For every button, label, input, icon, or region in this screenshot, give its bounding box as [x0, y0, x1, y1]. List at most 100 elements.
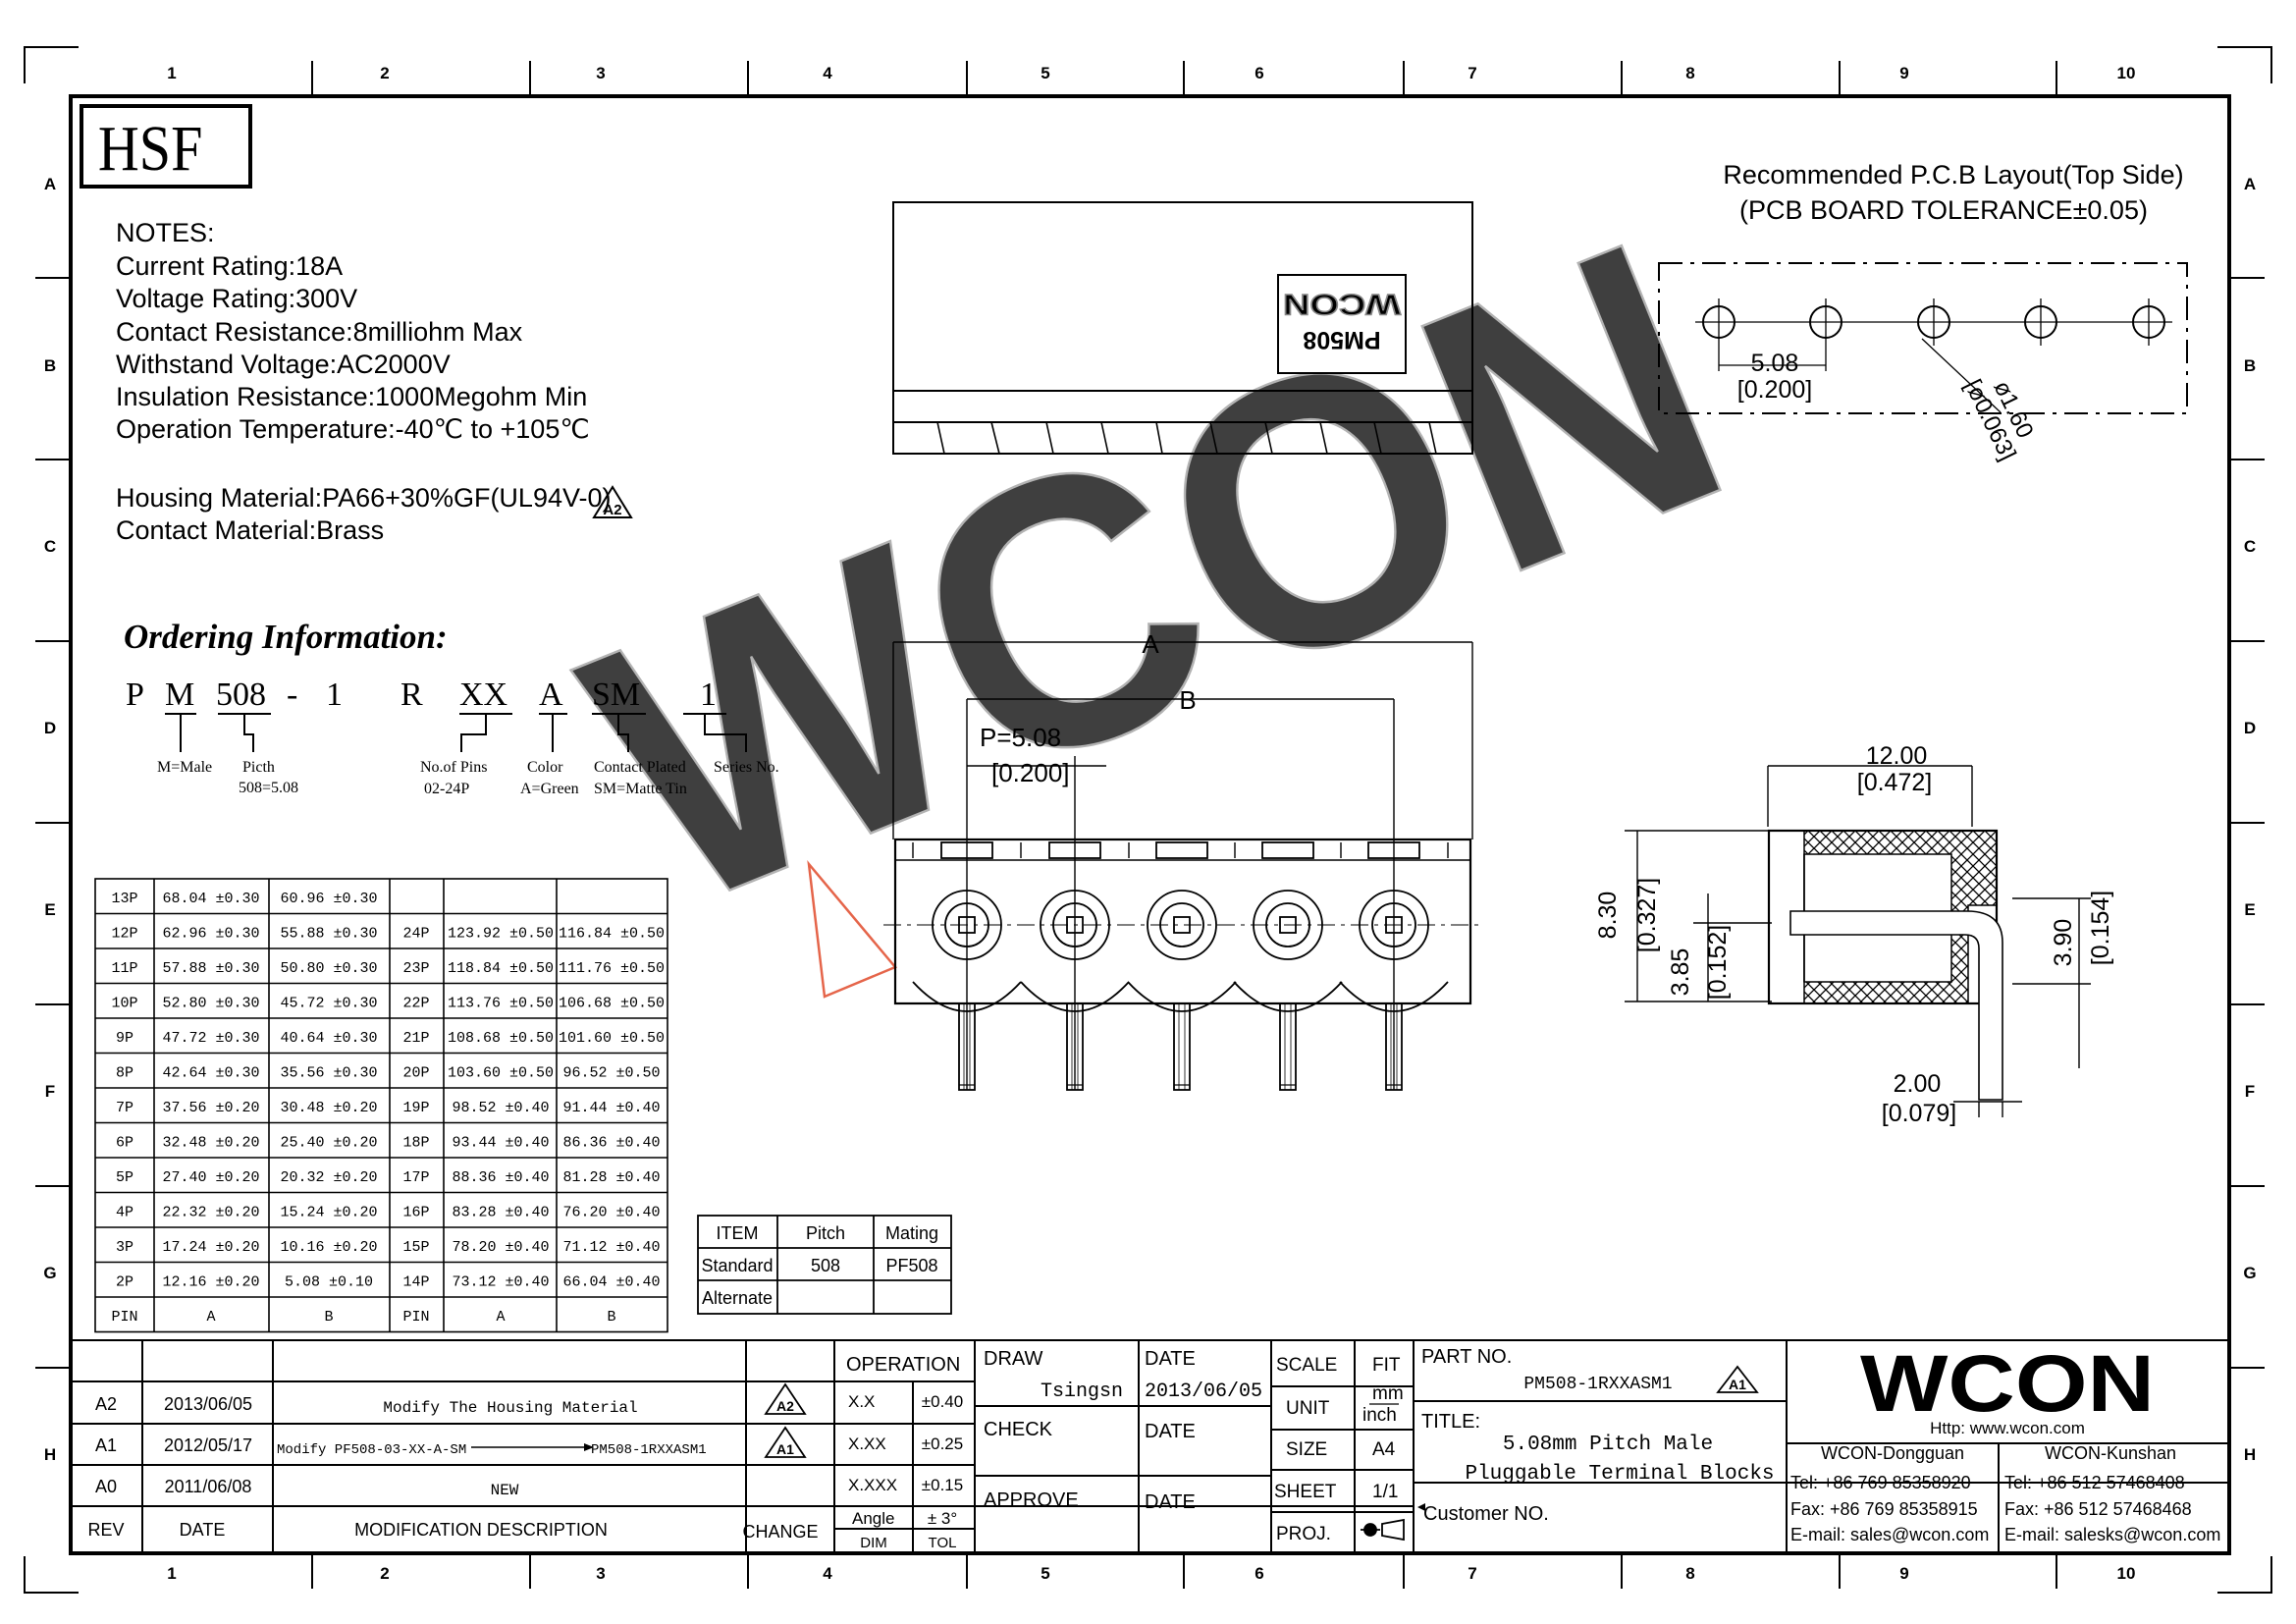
dim-table-cell: 88.36 ±0.40 — [452, 1169, 549, 1186]
svg-text:X.X: X.X — [848, 1392, 875, 1411]
dim-table-cell: 68.04 ±0.30 — [162, 891, 259, 907]
svg-text:XX: XX — [459, 677, 507, 713]
ordering-code: P M 508 - 1 R XX A SM 1 — [126, 677, 717, 713]
dim-table-cell: 7P — [116, 1100, 133, 1116]
col-label: 10 — [2117, 64, 2136, 82]
dim-table-cell: 17.24 ±0.20 — [162, 1239, 259, 1256]
corner-marks — [24, 46, 2272, 1594]
col-label: 4 — [823, 64, 832, 82]
terminal — [1127, 841, 1237, 1091]
zone-labels: 1 2 3 4 5 6 7 8 9 10 1 2 3 4 5 6 7 8 9 1… — [43, 64, 2256, 1583]
dim-table-cell: 20P — [402, 1065, 429, 1082]
svg-text:[0.154]: [0.154] — [2087, 891, 2114, 965]
dim-table-cell: 50.80 ±0.30 — [280, 960, 377, 977]
col-label: 6 — [1255, 64, 1263, 82]
svg-text:8.30: 8.30 — [1594, 892, 1622, 940]
row-label: B — [44, 356, 56, 375]
col-label: 7 — [1468, 1564, 1476, 1583]
svg-text:MODIFICATION DESCRIPTION: MODIFICATION DESCRIPTION — [354, 1520, 608, 1540]
svg-text:M: M — [165, 677, 194, 713]
svg-text:508: 508 — [216, 677, 266, 713]
dim-table-cell: 24P — [402, 926, 429, 943]
hsf-label: HSF — [98, 114, 203, 185]
svg-text:Angle: Angle — [852, 1509, 894, 1528]
col-label: 8 — [1685, 64, 1694, 82]
dim-table-cell: 8P — [116, 1065, 133, 1082]
row-label: D — [44, 719, 56, 737]
dim-table-cell: 18P — [402, 1135, 429, 1152]
dim-table-cell: 19P — [402, 1100, 429, 1116]
pcb-layout: Recommended P.C.B Layout(Top Side) (PCB … — [1658, 160, 2188, 464]
dim-table-cell: 16P — [402, 1205, 429, 1221]
dim-table-cell: 113.76 ±0.50 — [448, 996, 554, 1012]
dim-table-cell: 45.72 ±0.30 — [280, 996, 377, 1012]
ordering-title: Ordering Information: — [124, 618, 448, 656]
outer-frame — [69, 94, 2231, 1555]
dim-table-cell: 123.92 ±0.50 — [448, 926, 554, 943]
dim-table-cell: 108.68 ±0.50 — [448, 1030, 554, 1047]
svg-text:APPROVE: APPROVE — [984, 1489, 1079, 1511]
watermark-text: WCON — [539, 159, 1773, 990]
svg-text:Color: Color — [527, 759, 563, 776]
svg-text:X.XXX: X.XXX — [848, 1476, 897, 1494]
svg-text:2011/06/08: 2011/06/08 — [165, 1477, 252, 1496]
pcb-tolerance: (PCB BOARD TOLERANCE±0.05) — [1739, 195, 2148, 225]
svg-text:Tsingsn: Tsingsn — [1041, 1380, 1123, 1403]
row-label: C — [44, 537, 56, 556]
svg-text:A0: A0 — [95, 1477, 117, 1496]
dim-table-cell: 101.60 ±0.50 — [559, 1030, 665, 1047]
svg-text:1/1: 1/1 — [1372, 1482, 1398, 1502]
row-label: G — [43, 1264, 56, 1282]
dim-a: A — [1142, 629, 1159, 659]
svg-text:-: - — [287, 677, 297, 713]
svg-text:DIM: DIM — [860, 1535, 887, 1551]
dim-table-cell: 55.88 ±0.30 — [280, 926, 377, 943]
dim-table-cell: 12P — [111, 926, 137, 943]
dim-table-cell: 20.32 ±0.20 — [280, 1169, 377, 1186]
svg-text:A2: A2 — [776, 1398, 794, 1414]
dim-table-cell: 27.40 ±0.20 — [162, 1169, 259, 1186]
material-line: Housing Material:PA66+30%GF(UL94V-0) — [116, 483, 612, 513]
svg-text:No.of Pins: No.of Pins — [420, 759, 487, 776]
svg-text:PF508: PF508 — [885, 1256, 937, 1275]
dim-table-footer: PIN — [402, 1309, 429, 1326]
svg-text:5.08mm Pitch Male: 5.08mm Pitch Male — [1503, 1434, 1713, 1456]
dim-table-cell: 5P — [116, 1169, 133, 1186]
svg-text:SCALE: SCALE — [1276, 1355, 1337, 1376]
svg-text:CHANGE: CHANGE — [742, 1522, 818, 1542]
dim-table-cell: 22.32 ±0.20 — [162, 1205, 259, 1221]
svg-text:PM508-1RXXASM1: PM508-1RXXASM1 — [591, 1442, 707, 1458]
row-label: H — [44, 1445, 56, 1464]
svg-text:2013/06/05: 2013/06/05 — [1145, 1380, 1262, 1403]
dim-table-cell: 35.56 ±0.30 — [280, 1065, 377, 1082]
svg-text:DRAW: DRAW — [984, 1348, 1042, 1370]
svg-text:Picth: Picth — [242, 759, 275, 776]
dim-table-cell: 25.40 ±0.20 — [280, 1135, 377, 1152]
terminal — [1233, 841, 1343, 1091]
row-label: D — [2244, 719, 2256, 737]
svg-text:Fax: +86 769 85358915: Fax: +86 769 85358915 — [1790, 1499, 1978, 1519]
zone-ticks — [35, 61, 2265, 1589]
col-label: 1 — [167, 1564, 176, 1583]
svg-text:12.00: 12.00 — [1866, 742, 1928, 770]
row-label: C — [2244, 537, 2256, 556]
col-label: 3 — [596, 1564, 605, 1583]
svg-text:Pluggable Terminal Blocks: Pluggable Terminal Blocks — [1465, 1463, 1774, 1486]
svg-text:±0.40: ±0.40 — [922, 1392, 963, 1411]
svg-text:[0.079]: [0.079] — [1882, 1100, 1956, 1127]
svg-text:3.85: 3.85 — [1667, 948, 1694, 997]
col-label: 2 — [380, 64, 389, 82]
pitch-label: P=5.08 — [980, 723, 1061, 752]
svg-text:DATE: DATE — [180, 1520, 226, 1540]
dim-table-cell: 86.36 ±0.40 — [562, 1135, 660, 1152]
svg-text:mm: mm — [1372, 1383, 1404, 1404]
svg-text:[0.200]: [0.200] — [1737, 376, 1812, 404]
ordering-labels: M=Male Picth 508=5.08 No.of Pins 02-24P … — [157, 759, 779, 797]
svg-text:2.00: 2.00 — [1894, 1070, 1942, 1098]
dim-table-cell: 73.12 ±0.40 — [452, 1274, 549, 1291]
svg-text:E-mail: salesks@wcon.com: E-mail: salesks@wcon.com — [2004, 1525, 2220, 1544]
col-label: 7 — [1468, 64, 1476, 82]
front-view: A B P=5.08 [0.200] — [883, 629, 1482, 1091]
svg-text:A2: A2 — [603, 502, 621, 518]
dim-table-cell: 57.88 ±0.30 — [162, 960, 259, 977]
